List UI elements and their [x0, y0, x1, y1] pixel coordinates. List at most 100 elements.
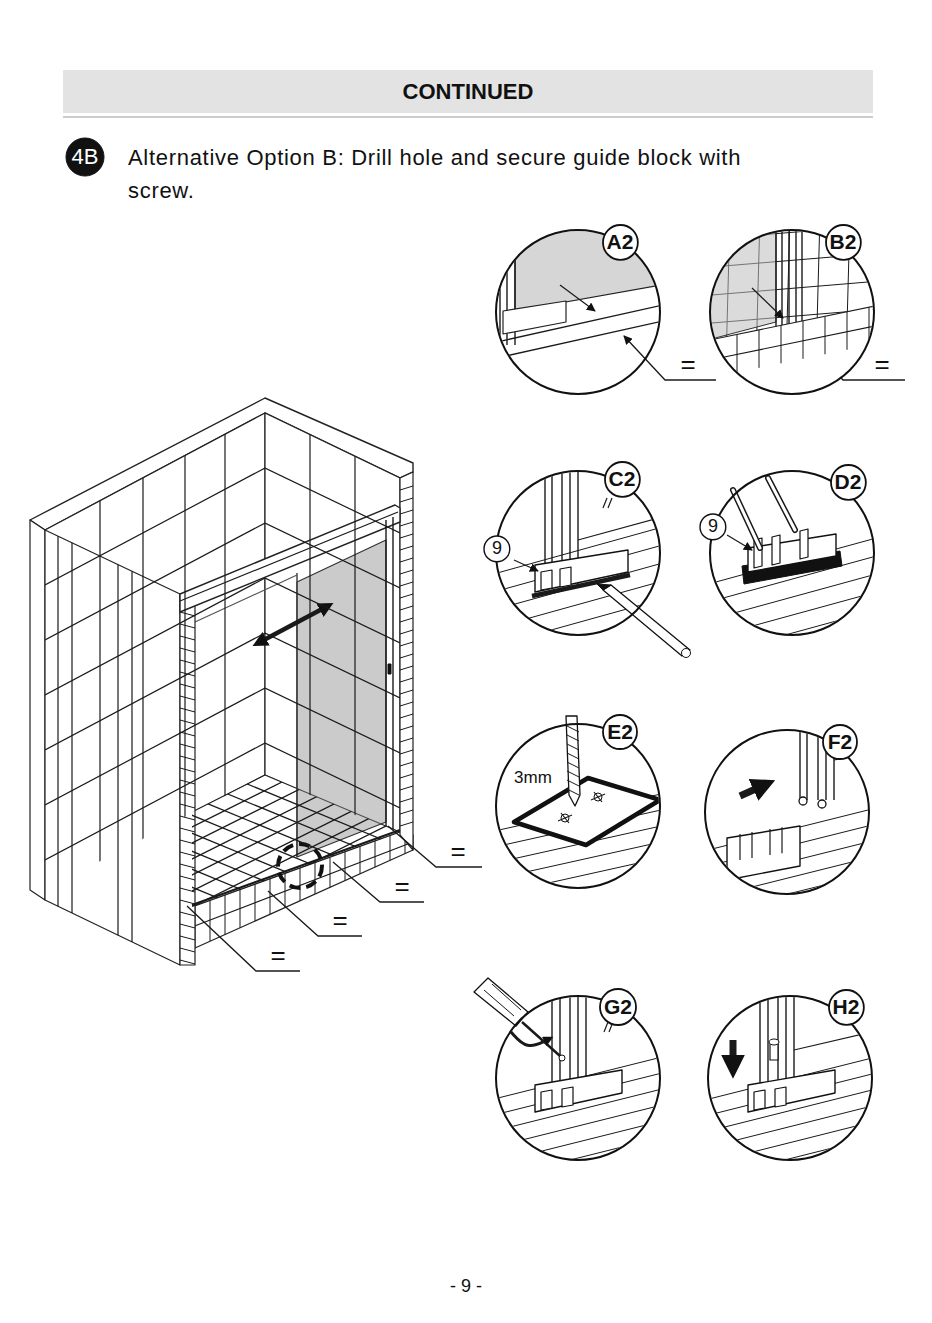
pencil-end [682, 649, 691, 658]
brick-line [400, 666, 413, 670]
profile-edge [801, 215, 802, 338]
pin-top [769, 1039, 779, 1045]
floor-line [705, 663, 880, 711]
callout-leader [727, 535, 752, 550]
detail-circle: C29 [495, 470, 661, 636]
floor-line [490, 669, 670, 719]
tile-line [99, 380, 100, 900]
step-number: 4B [72, 145, 99, 169]
pointer-arrow [560, 285, 595, 311]
leader-line [333, 862, 424, 902]
equal-mark: = [450, 838, 465, 864]
floor-tile-line [150, 713, 420, 848]
detail-illustration [488, 215, 672, 360]
brick-line [400, 606, 413, 610]
detail-illustration [695, 215, 880, 408]
tile-line [142, 380, 143, 900]
tile-line [265, 578, 400, 643]
brick-line [781, 325, 782, 363]
detail-circle: G2 [495, 995, 661, 1161]
profile-edge [499, 215, 500, 345]
brick-line [400, 786, 413, 790]
block-slot [751, 832, 752, 858]
brick-line [400, 726, 413, 730]
hole-mark [561, 814, 569, 822]
brick-line [180, 696, 195, 700]
detail-circle: B2 [709, 229, 875, 395]
step-badge: 4B [65, 137, 105, 177]
guide-block [727, 826, 800, 880]
brick-line [390, 836, 391, 861]
tile-line [184, 380, 185, 900]
floor-line [705, 609, 880, 657]
floor-tile-line [150, 729, 420, 864]
brick-line [400, 546, 413, 550]
brick-line [180, 636, 195, 640]
detail-illustration [490, 460, 670, 719]
floor-line [705, 1152, 880, 1196]
brick-line [400, 582, 413, 586]
badge-circle [603, 715, 637, 749]
floor-tile-line [150, 921, 420, 1056]
brick-line [180, 720, 195, 724]
panel-stripe [117, 565, 118, 936]
brick-line [400, 822, 413, 826]
label-holder: = [680, 351, 695, 377]
brick-line [400, 738, 413, 742]
floor-tile-line [150, 906, 420, 1017]
detail-label: F2 [828, 730, 853, 753]
brick-line [180, 744, 195, 748]
brick-line [825, 316, 826, 354]
leader-line [187, 906, 300, 971]
detail-circle: E2 [495, 723, 661, 889]
floor-tile-line [150, 857, 420, 992]
profile-edge [788, 215, 789, 338]
brick-line [180, 864, 195, 868]
pencil-tip [597, 584, 611, 590]
brick-line [400, 654, 413, 658]
brick-line [180, 828, 195, 832]
brick-line [400, 486, 413, 490]
badge-circle [831, 465, 866, 500]
detail-ring [496, 230, 660, 394]
tile-line [265, 468, 400, 533]
title-text: CONTINUED [403, 79, 534, 105]
brick-line [400, 558, 413, 562]
callout-number: 9 [483, 535, 511, 563]
band-rule [63, 117, 873, 118]
title-band: CONTINUED [63, 70, 873, 113]
brick-line [700, 325, 880, 362]
brick-line [400, 774, 413, 778]
wall-edge [180, 594, 195, 965]
brick-line [180, 924, 195, 928]
brick-line [330, 857, 331, 887]
floor-line [705, 1104, 880, 1148]
guide-block [748, 534, 836, 572]
block-fin [772, 535, 780, 565]
brick-line [715, 339, 716, 377]
brick-line [400, 702, 413, 706]
drill-flute [567, 789, 579, 795]
detail-illustration [705, 990, 880, 1212]
detail-circle: D29 [709, 470, 875, 636]
floor-tile-line [150, 825, 420, 960]
floor-tile-line [150, 726, 420, 837]
floor-line [490, 1167, 670, 1212]
brick-line [803, 321, 804, 359]
brick-line [180, 684, 195, 688]
label-badge: B2 [825, 224, 862, 261]
brick-line [180, 660, 195, 664]
brick-line [400, 510, 413, 514]
label-holder: = [394, 873, 409, 899]
floor-tile-line [150, 905, 420, 1040]
floor-tile-line [150, 793, 420, 928]
profile-edge [781, 215, 782, 338]
brick-line [180, 936, 195, 940]
block-slot [781, 827, 782, 853]
badge-circle [600, 989, 636, 1025]
floor-line [490, 888, 670, 928]
focus-circle [278, 844, 322, 888]
detail-outline [495, 995, 661, 1161]
floor-line [490, 920, 670, 960]
detail-label: C2 [609, 467, 636, 490]
